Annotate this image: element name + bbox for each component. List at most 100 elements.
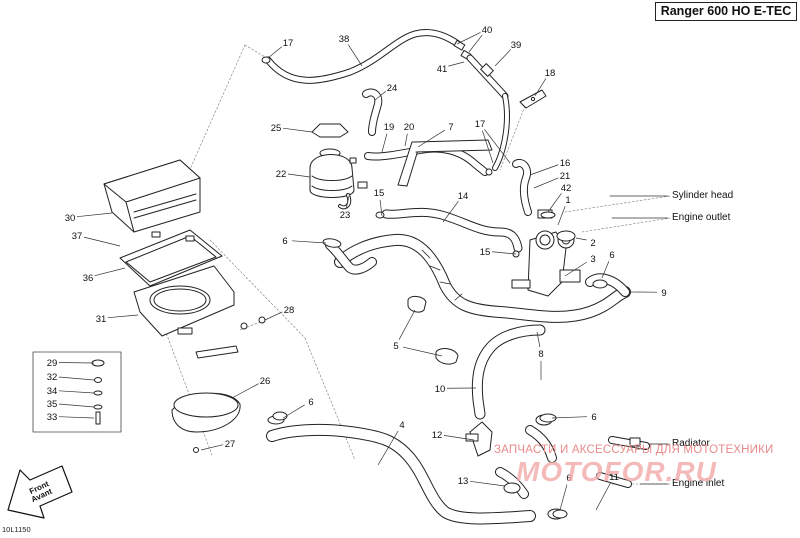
housing-26	[171, 392, 241, 453]
callout-leader-c-6b	[601, 261, 610, 279]
hardware-kit-box	[32, 351, 122, 433]
callout-leader-c-28	[264, 311, 283, 321]
fitting-40-41	[453, 39, 510, 171]
callout-leader-c-16	[529, 164, 559, 176]
frame-37-36	[119, 229, 223, 287]
callout-leader-c-6d	[551, 416, 588, 419]
label-cylinder-head: Sylinder head	[672, 190, 734, 201]
diagram-code: 10L1150	[2, 525, 31, 534]
callout-leader-c-18	[534, 78, 547, 97]
callout-c-30: 30	[65, 213, 76, 224]
model-title: Ranger 600 HO E-TEC	[655, 2, 797, 21]
callout-leader-c-34	[58, 390, 95, 394]
callout-c-24: 24	[387, 83, 398, 94]
callout-leader-c-37	[83, 236, 121, 247]
clamps-5	[407, 295, 459, 365]
hose-38	[261, 29, 462, 84]
callout-c-3: 3	[590, 254, 595, 265]
callout-c-6e: 6	[566, 473, 571, 484]
callout-leader-c-17c	[484, 129, 511, 164]
callout-c-6c: 6	[308, 397, 313, 408]
callout-leader-c-15b	[491, 251, 517, 255]
callout-leader-c-19	[381, 133, 388, 153]
callout-leader-c-5b	[402, 346, 443, 357]
callout-leader-c-25	[282, 127, 313, 133]
callout-c-28: 28	[284, 305, 295, 316]
hose-9	[334, 233, 631, 323]
callout-c-42: 42	[561, 183, 572, 194]
callout-c-40: 40	[482, 25, 493, 36]
fitting-12-13	[465, 413, 557, 499]
small-clamps	[272, 211, 608, 519]
callout-leader-c-36	[94, 267, 126, 277]
callout-c-6b: 6	[609, 250, 614, 261]
callout-c-33: 33	[47, 412, 58, 423]
callout-c-21: 21	[560, 171, 571, 182]
callout-leader-c-15a	[379, 199, 383, 217]
callout-c-41: 41	[437, 64, 448, 75]
label-engine-outlet: Engine outlet	[672, 212, 731, 223]
callout-c-26: 26	[260, 376, 271, 387]
callout-c-29: 29	[47, 358, 58, 369]
callout-leader-c-27	[200, 444, 224, 451]
callout-leader-c-6c	[282, 404, 305, 419]
hose-16-21	[512, 159, 532, 216]
callout-c-25: 25	[271, 123, 282, 134]
coolant-reservoir	[309, 123, 368, 210]
watermark-logo: MOTOFOR.RU	[516, 456, 717, 487]
callout-leader-c-30	[76, 212, 113, 218]
callout-c-36: 36	[83, 273, 94, 284]
callout-c-19: 19	[384, 122, 395, 133]
callout-leader-c-41	[448, 61, 465, 67]
callout-c-6d: 6	[591, 412, 596, 423]
callout-c-39: 39	[511, 40, 522, 51]
callout-c-32: 32	[47, 372, 58, 383]
callout-c-15b: 15	[480, 247, 491, 258]
callout-leader-c-17a	[267, 46, 283, 59]
callout-leader-c-40b	[468, 34, 483, 53]
callout-leader-c-21	[533, 177, 559, 189]
callout-leader-c-17b	[482, 130, 494, 164]
label-engine-inlet: Engine inlet	[672, 478, 725, 489]
callout-leader-c-4	[377, 430, 399, 466]
callout-leader-c-40	[456, 32, 481, 45]
label-radiator: Radiator	[672, 438, 710, 449]
callout-c-9: 9	[661, 288, 666, 299]
reference-dashed-lines	[164, 44, 671, 485]
callout-c-35: 35	[47, 399, 58, 410]
callout-leader-c-42	[547, 193, 562, 213]
bracket-18	[519, 89, 547, 109]
callout-c-7: 7	[448, 122, 453, 133]
callout-leader-c-14	[442, 201, 459, 223]
callout-c-27: 27	[225, 439, 236, 450]
callout-leader-c-11	[595, 482, 611, 511]
hose-14	[381, 207, 523, 253]
annotation-leaders	[609, 195, 669, 485]
callout-c-5: 5	[393, 341, 398, 352]
plate-31	[133, 265, 266, 359]
callout-leader-c-38	[347, 44, 363, 67]
callout-c-17a: 17	[283, 38, 294, 49]
callout-leader-c-2	[575, 237, 587, 241]
callout-c-4: 4	[399, 420, 404, 431]
callout-c-17b: 17	[475, 119, 486, 130]
callout-c-11: 11	[609, 472, 619, 483]
callout-leader-c-3	[564, 261, 587, 277]
hose-elbow-6	[322, 238, 377, 275]
callout-c-10: 10	[435, 384, 446, 395]
callout-c-13: 13	[458, 476, 469, 487]
hose-10	[471, 324, 546, 420]
callout-leader-c-22	[287, 173, 311, 178]
hose-24	[362, 88, 383, 136]
ecu-box-30	[103, 159, 201, 233]
callout-leader-c-31	[107, 314, 139, 319]
callout-leader-c-8	[536, 331, 541, 348]
callout-leader-c-26	[231, 383, 259, 399]
callout-c-12: 12	[432, 430, 443, 441]
callout-leader-c-6e	[559, 484, 568, 511]
callout-leader-c-13	[469, 480, 506, 487]
callout-c-31: 31	[96, 314, 107, 325]
callout-c-8: 8	[538, 349, 543, 360]
